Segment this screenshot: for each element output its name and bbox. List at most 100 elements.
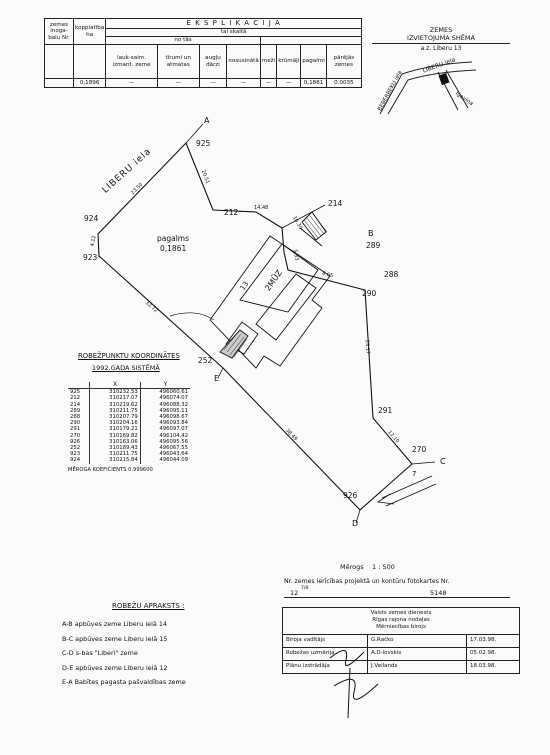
coords-point: 214 [70, 401, 81, 408]
leader-line [217, 367, 224, 379]
arrow-label: 7 [412, 470, 417, 478]
point-label: 252 [198, 356, 213, 365]
scheme-subtitle: IZVIETOJUMA SHĒMA [372, 34, 510, 44]
parcel-area: 0,1861 [160, 244, 187, 253]
org-line: Mērniecības birojs [376, 624, 426, 631]
date-cell: 18.03.98. [466, 659, 520, 674]
coords-x: 310232.53 [89, 388, 141, 396]
coords-point: 288 [70, 414, 81, 421]
coords-title: ROBEŽPUNKTU KOORDINĀTES [78, 352, 180, 360]
coords-point: 289 [70, 407, 81, 414]
explication-value: — [198, 78, 228, 88]
coords-x: 310189.43 [89, 445, 141, 452]
explication-value: 0,1896 [72, 78, 107, 88]
coords-subtitle: 1992.GADA SISTĒMĀ [92, 364, 160, 372]
point-label: A [204, 116, 210, 125]
path-line [169, 312, 215, 321]
borders-title: ROBEŽU APRAKSTS : [112, 602, 185, 610]
location-scheme: ZEMES IZVIETOJUMA SHĒMA a.z. Liberu 13 L… [372, 18, 510, 114]
point-label: 926 [343, 491, 358, 500]
distance-label: 14.48 [254, 205, 269, 211]
point-label: 270 [412, 445, 427, 454]
coords-point: 924 [70, 457, 81, 464]
explication-value: — [276, 78, 302, 88]
explication-header-cell: zemes inoga-balu Nr. [44, 18, 74, 45]
leader-line [411, 461, 436, 465]
coords-x: 310215.84 [89, 457, 141, 464]
coords-y: 496095.11 [139, 407, 190, 415]
coords-head-blank [68, 382, 90, 390]
border-item: C-D s-bas "Liberi" zeme [62, 649, 138, 657]
leader-line [185, 123, 204, 144]
org-line: Rīgas rajona nodaļas [372, 617, 430, 624]
coords-point: 923 [70, 451, 81, 458]
coords-point: 270 [70, 432, 81, 439]
coords-x: 310179.21 [89, 426, 141, 433]
point-label: D [352, 519, 359, 528]
title-block: Valsts zemes dienests Rīgas rajona nodaļ… [282, 607, 520, 674]
border-item: D-E apbūves zeme Liberu ielā 12 [62, 663, 168, 672]
coords-head-y: Y [139, 382, 190, 390]
coords-x: 310211.75 [89, 407, 141, 415]
point-label: B [368, 229, 374, 238]
building [209, 211, 331, 369]
map-number-right: 5148 [430, 589, 447, 597]
point-label: 924 [84, 214, 99, 223]
coords-point: 212 [70, 395, 81, 402]
parcel-boundary [97, 142, 413, 511]
scheme-map [379, 61, 477, 114]
explication-value: 0,0035 [325, 78, 363, 88]
map-number-sup: 7/8 [301, 586, 309, 591]
explication-header-cell: augļu dārzi [198, 44, 228, 79]
map-number-left: 12 [290, 589, 299, 597]
point-label: 289 [366, 241, 381, 250]
coords-y: 496044.09 [139, 457, 190, 464]
coords-y: 496074.07 [139, 395, 190, 402]
parcel-plan [97, 123, 437, 524]
scheme-address: a.z. Liberu 13 [420, 45, 462, 52]
coords-x: 310207.79 [89, 414, 141, 421]
direction-arrow [376, 475, 437, 507]
explication-header-cell: krūmāji [276, 44, 302, 79]
coords-x: 310211.75 [89, 451, 141, 458]
coords-x: 310219.62 [89, 401, 141, 408]
point-label: 923 [83, 253, 98, 262]
explication-header-cell: pagalmi [300, 44, 327, 79]
border-item: A-B apbūves zeme Liberu ielā 14 [62, 620, 167, 628]
coords-point: 926 [70, 438, 81, 445]
coords-y: 496088.32 [139, 401, 190, 408]
explication-header-cell: pārējās zemes [325, 44, 363, 79]
coords-y: 496043.64 [139, 451, 190, 458]
scale-value: 1 : 500 [372, 563, 395, 571]
explication-header-cell: lauk-saim. izmant. zeme [105, 44, 158, 79]
explication-header-cell: tīrumi un atmatas [156, 44, 200, 79]
coords-y: 496097.07 [139, 426, 190, 433]
point-label: 290 [362, 289, 377, 298]
explication-value: — [259, 78, 278, 88]
leader-line [281, 204, 326, 229]
point-label: 214 [328, 199, 343, 208]
explication-table: zemes inoga-balu Nr. kopplatība ha E K S… [44, 18, 363, 88]
title-org: Valsts zemes dienests Rīgas rajona nodaļ… [282, 607, 520, 635]
borders-list: A-B apbūves zeme Liberu ielā 14 B-C apbū… [62, 620, 272, 693]
point-label: 291 [378, 406, 393, 415]
scale-label: Mērogs [340, 563, 364, 571]
point-label: 925 [196, 139, 211, 148]
point-label: C [440, 457, 446, 466]
leader-line [355, 509, 361, 524]
coords-x: 310169.82 [89, 432, 141, 439]
coords-y: 496067.55 [139, 445, 190, 452]
coords-y: 496060.61 [139, 388, 190, 396]
coords-head-x: X [89, 382, 141, 390]
